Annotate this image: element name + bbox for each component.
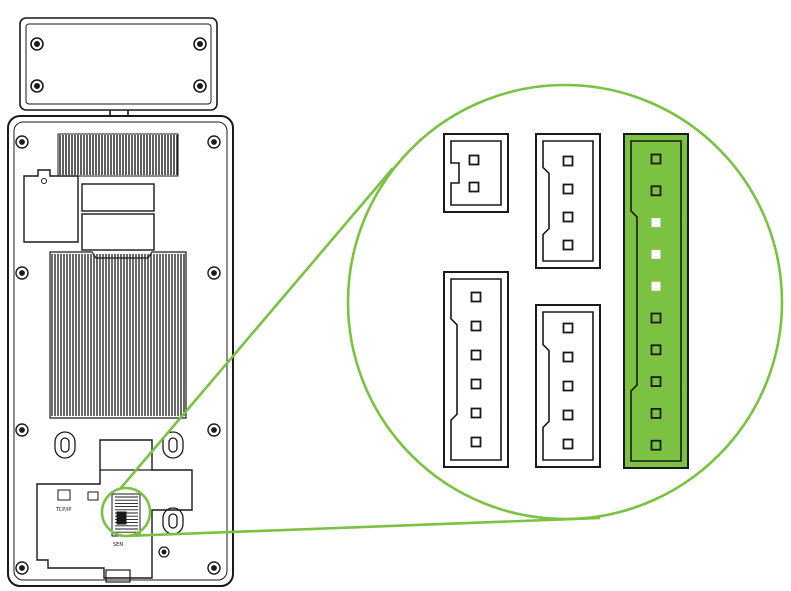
connector-pin: [468, 154, 480, 166]
connector-pin: [562, 322, 574, 334]
device-connector-cluster: [57, 489, 141, 537]
body-screw: [15, 135, 221, 575]
connector-pin: [562, 183, 574, 195]
connector-pin: [650, 312, 662, 324]
label-sticker: [81, 213, 155, 251]
connector-pin: [562, 409, 574, 421]
connector-pin: [651, 218, 661, 228]
connector-pin: [562, 155, 574, 167]
connector-2pin: [443, 133, 509, 213]
connector-pin: [562, 438, 574, 450]
connector-pin: [562, 380, 574, 392]
connector-pin: [470, 378, 482, 390]
connector-pin: [562, 351, 574, 363]
connector-pin: [650, 407, 662, 419]
connector-pin: [562, 211, 574, 223]
connector-pin: [470, 320, 482, 332]
zoom-callout-lines: [119, 167, 601, 538]
connector-pin: [650, 153, 662, 165]
bottom-tab: [105, 569, 131, 583]
connector-5pin: [535, 304, 601, 468]
connector-pin: [470, 407, 482, 419]
connector-pin: [650, 376, 662, 388]
connector-pin: [470, 436, 482, 448]
connector-4pin: [535, 133, 601, 269]
connector-pin: [468, 181, 480, 193]
device-body: TCP/IP SEN: [7, 115, 234, 587]
connector-pin: [650, 185, 662, 197]
connector-pin: [470, 349, 482, 361]
zoomed-connectors: [443, 133, 689, 469]
port-label-tcpip: TCP/IP: [55, 507, 71, 513]
lower-cover: [36, 439, 193, 579]
mounting-bracket: [19, 17, 218, 116]
connector-pin: [650, 344, 662, 356]
connector-pin: [470, 291, 482, 303]
label-plate: [23, 169, 79, 243]
tamper-hole: [158, 546, 170, 558]
label-sticker: [81, 183, 155, 212]
bracket-screw: [30, 37, 207, 93]
connector-pin: [651, 249, 661, 259]
connector-pin: [651, 281, 661, 291]
connector-6pin: [443, 271, 509, 468]
connector-pin: [650, 439, 662, 451]
connector-pin: [562, 239, 574, 251]
connector-10pin: [623, 133, 689, 469]
heatsink: [49, 251, 187, 419]
port-label-small: SEN: [113, 542, 123, 548]
speaker-grille: [57, 133, 179, 177]
